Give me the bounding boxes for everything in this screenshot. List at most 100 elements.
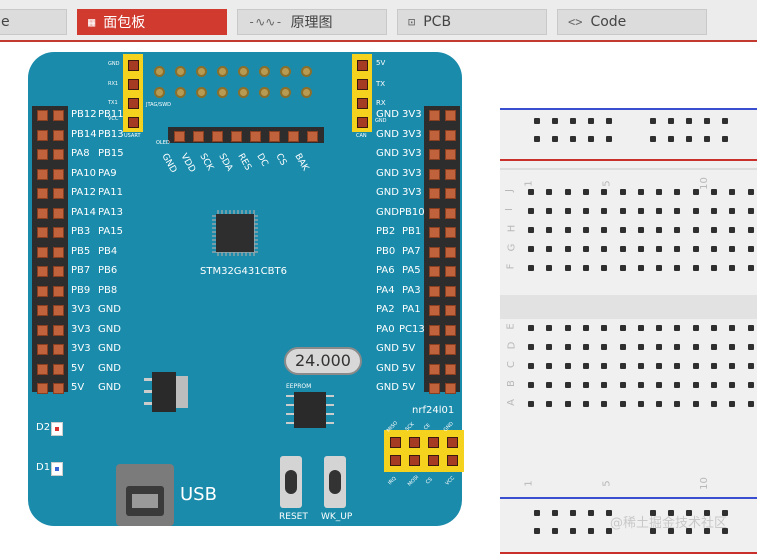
breadboard-hole[interactable] xyxy=(546,401,553,407)
jtag-hole[interactable] xyxy=(154,87,165,98)
usart-pin[interactable] xyxy=(128,60,139,71)
breadboard-hole[interactable] xyxy=(729,208,736,214)
oled-pin[interactable] xyxy=(231,131,242,142)
breadboard-hole[interactable] xyxy=(582,227,589,233)
oled-pin[interactable] xyxy=(193,131,204,142)
breadboard-hole[interactable] xyxy=(582,325,589,331)
tab-pcb[interactable]: ⊡ PCB xyxy=(397,9,547,35)
rail-hole[interactable] xyxy=(552,118,558,124)
breadboard-hole[interactable] xyxy=(619,227,626,233)
left-header-pin[interactable] xyxy=(37,266,48,277)
breadboard-hole[interactable] xyxy=(582,344,589,350)
breadboard-hole[interactable] xyxy=(528,363,534,369)
left-header-pin[interactable] xyxy=(53,227,64,238)
breadboard-hole[interactable] xyxy=(692,246,699,252)
breadboard-hole[interactable] xyxy=(637,401,644,407)
breadboard-hole[interactable] xyxy=(747,208,754,214)
rail-hole[interactable] xyxy=(650,136,656,142)
oled-pin[interactable] xyxy=(212,131,223,142)
breadboard-hole[interactable] xyxy=(711,246,717,252)
rail-hole[interactable] xyxy=(722,118,728,124)
jtag-hole[interactable] xyxy=(238,87,249,98)
breadboard-hole[interactable] xyxy=(747,401,754,407)
breadboard-hole[interactable] xyxy=(619,401,626,407)
jtag-hole[interactable] xyxy=(175,66,186,77)
breadboard-hole[interactable] xyxy=(692,401,699,407)
oled-pin[interactable] xyxy=(307,131,318,142)
left-header-pin[interactable] xyxy=(53,110,64,121)
breadboard-hole[interactable] xyxy=(674,246,681,252)
right-header-pin[interactable] xyxy=(429,383,440,394)
breadboard-hole[interactable] xyxy=(546,382,553,388)
right-header-pin[interactable] xyxy=(445,344,456,355)
left-header-pin[interactable] xyxy=(53,266,64,277)
breadboard-hole[interactable] xyxy=(564,401,571,407)
breadboard-hole[interactable] xyxy=(692,363,699,369)
breadboard-hole[interactable] xyxy=(619,325,626,331)
left-header-pin[interactable] xyxy=(53,149,64,160)
breadboard-hole[interactable] xyxy=(637,265,644,271)
nrf-pin[interactable] xyxy=(447,437,458,448)
left-header-pin[interactable] xyxy=(37,285,48,297)
breadboard-hole[interactable] xyxy=(601,344,608,350)
breadboard-hole[interactable] xyxy=(564,382,571,388)
jtag-hole[interactable] xyxy=(259,87,270,98)
breadboard-hole[interactable] xyxy=(619,246,626,252)
rail-hole[interactable] xyxy=(570,528,576,534)
breadboard-hole[interactable] xyxy=(619,382,626,388)
breadboard-hole[interactable] xyxy=(747,344,754,350)
breadboard-hole[interactable] xyxy=(528,344,534,350)
right-header-pin[interactable] xyxy=(445,285,456,297)
breadboard-hole[interactable] xyxy=(637,189,644,195)
rail-hole[interactable] xyxy=(588,118,594,124)
breadboard-hole[interactable] xyxy=(674,325,681,331)
rail-hole[interactable] xyxy=(704,528,710,534)
breadboard-hole[interactable] xyxy=(546,265,553,271)
left-header-pin[interactable] xyxy=(53,305,64,316)
right-header-pin[interactable] xyxy=(429,227,440,238)
breadboard-hole[interactable] xyxy=(711,227,717,233)
breadboard-hole[interactable] xyxy=(729,325,736,331)
rail-hole[interactable] xyxy=(606,118,612,124)
jtag-hole[interactable] xyxy=(259,66,270,77)
rail-hole[interactable] xyxy=(686,136,692,142)
usb-port[interactable] xyxy=(116,464,174,526)
breadboard-hole[interactable] xyxy=(674,382,681,388)
breadboard-hole[interactable] xyxy=(564,246,571,252)
oled-pin[interactable] xyxy=(288,131,299,142)
left-header-pin[interactable] xyxy=(37,110,48,121)
breadboard-hole[interactable] xyxy=(546,208,553,214)
right-header-pin[interactable] xyxy=(429,207,440,219)
breadboard-hole[interactable] xyxy=(546,227,553,233)
breadboard-hole[interactable] xyxy=(729,401,736,407)
breadboard-hole[interactable] xyxy=(582,246,589,252)
breadboard-hole[interactable] xyxy=(711,208,717,214)
jtag-hole[interactable] xyxy=(217,66,228,77)
rail-hole[interactable] xyxy=(570,136,576,142)
breadboard-hole[interactable] xyxy=(637,246,644,252)
left-header-pin[interactable] xyxy=(37,324,48,336)
breadboard-hole[interactable] xyxy=(546,363,553,369)
jtag-hole[interactable] xyxy=(175,87,186,98)
rail-hole[interactable] xyxy=(722,510,728,516)
breadboard-hole[interactable] xyxy=(546,344,553,350)
rail-hole[interactable] xyxy=(704,136,710,142)
breadboard-hole[interactable] xyxy=(729,246,736,252)
left-header-pin[interactable] xyxy=(37,149,48,160)
rail-hole[interactable] xyxy=(606,528,612,534)
breadboard-hole[interactable] xyxy=(711,325,717,331)
breadboard-hole[interactable] xyxy=(637,227,644,233)
breadboard-hole[interactable] xyxy=(637,382,644,388)
rail-hole[interactable] xyxy=(704,118,710,124)
breadboard-hole[interactable] xyxy=(601,325,608,331)
right-header-pin[interactable] xyxy=(429,305,440,316)
right-header-pin[interactable] xyxy=(445,149,456,160)
right-header-pin[interactable] xyxy=(445,207,456,219)
jtag-hole[interactable] xyxy=(196,87,207,98)
nrf-pin[interactable] xyxy=(428,455,439,466)
mcu-chip[interactable] xyxy=(212,210,258,256)
right-header-pin[interactable] xyxy=(445,188,456,199)
rail-hole[interactable] xyxy=(668,118,674,124)
breadboard-hole[interactable] xyxy=(674,189,681,195)
nrf-pin[interactable] xyxy=(428,437,439,448)
